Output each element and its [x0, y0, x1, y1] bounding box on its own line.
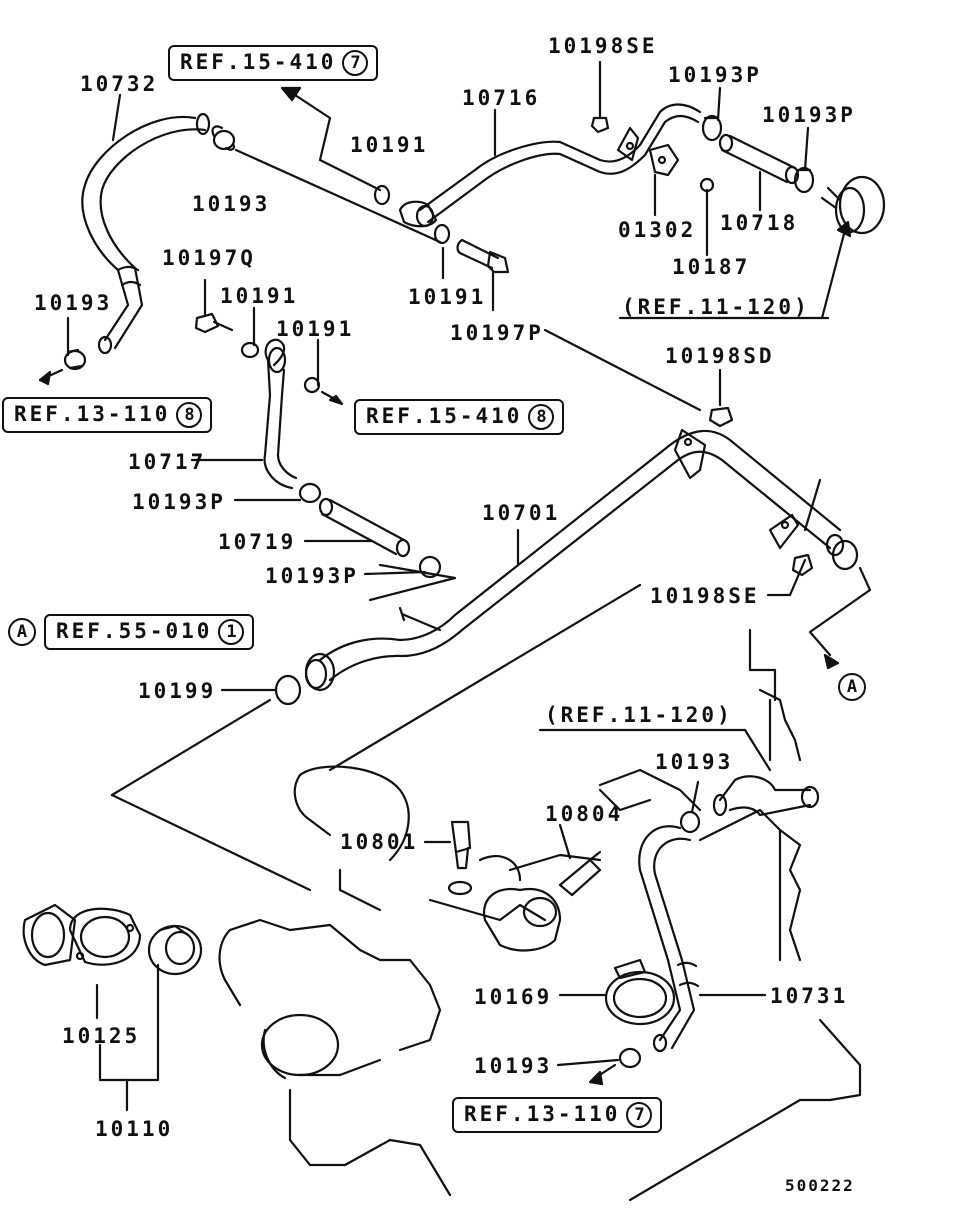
clamp-10193-lower	[679, 810, 701, 834]
label-10198SE-mid: 10198SE	[650, 584, 760, 608]
label-10191-c: 10191	[408, 285, 487, 309]
label-10110: 10110	[95, 1117, 174, 1141]
bolt-10198SE-mid	[791, 553, 814, 577]
label-10199: 10199	[138, 679, 217, 703]
outlet-fitting	[712, 775, 820, 817]
label-10193-c: 10193	[655, 750, 734, 774]
ref-text: REF.55-010	[56, 619, 213, 644]
clamp-10193-bottom	[618, 1047, 642, 1069]
ref-text: REF.13-110	[464, 1102, 621, 1127]
label-10191-a: 10191	[350, 133, 429, 157]
label-10718: 10718	[720, 211, 799, 235]
label-10193-a: 10193	[192, 192, 271, 216]
ref-number: 1	[218, 619, 245, 645]
label-10193P-d: 10193P	[265, 564, 359, 588]
label-10125: 10125	[62, 1024, 141, 1048]
marker-a-right: A	[838, 673, 866, 701]
label-10197P: 10197P	[450, 321, 544, 345]
label-10193P-c: 10193P	[132, 490, 226, 514]
ref-number: 7	[342, 50, 369, 76]
label-10804: 10804	[545, 802, 624, 826]
ref-11-120-component	[820, 175, 886, 235]
marker-a-left: A	[8, 618, 36, 646]
bolt-10198SE-top	[590, 60, 610, 134]
ref-text: REF.15-410	[366, 404, 523, 429]
oring-10199	[274, 674, 302, 706]
label-10193-b: 10193	[34, 291, 113, 315]
thermostat-body	[147, 924, 203, 976]
thermostat-cover	[22, 903, 77, 967]
ref-11-120-top[interactable]: (REF.11-120)	[622, 295, 810, 319]
ref-number: 8	[176, 402, 203, 428]
pipe-10717	[263, 338, 298, 490]
label-10716: 10716	[462, 86, 541, 110]
label-10198SE-top: 10198SE	[548, 34, 658, 58]
label-10198SD: 10198SD	[665, 344, 775, 368]
label-10717: 10717	[128, 450, 207, 474]
ref-number: 7	[626, 1102, 653, 1128]
label-10193P-b: 10193P	[762, 103, 856, 127]
diagram-code: 500222	[785, 1176, 855, 1195]
label-01302: 01302	[618, 218, 697, 242]
clamp-10193-left	[63, 348, 87, 371]
clamp-10169	[604, 958, 676, 1026]
pipe-10701	[304, 428, 859, 692]
label-10732: 10732	[80, 72, 159, 96]
label-10191-b: 10191	[220, 284, 299, 308]
clamp-10193P-c	[298, 482, 322, 504]
hose-10718	[718, 133, 800, 185]
clamp-10193P-a	[701, 114, 723, 142]
hose-10731	[638, 825, 700, 1053]
orings	[240, 184, 451, 394]
hose-10719	[318, 497, 411, 558]
gasket-10125	[68, 907, 142, 966]
label-10801: 10801	[340, 830, 419, 854]
label-10187: 10187	[672, 255, 751, 279]
label-10701: 10701	[482, 501, 561, 525]
ref-number: 8	[528, 404, 555, 430]
engine-outline	[110, 583, 862, 1202]
label-10169: 10169	[474, 985, 553, 1009]
label-10193-d: 10193	[474, 1054, 553, 1078]
label-10197Q: 10197Q	[162, 246, 256, 270]
label-10191-d: 10191	[276, 317, 355, 341]
label-10193P-a: 10193P	[668, 63, 762, 87]
bolt-10197Q	[194, 278, 234, 334]
bracket-01302	[648, 143, 680, 177]
water-outlet	[482, 887, 562, 952]
clamp-10193P-d	[418, 555, 442, 579]
label-10719: 10719	[218, 530, 297, 554]
ref-text: REF.15-410	[180, 50, 337, 75]
clamp-10193-top	[211, 125, 236, 151]
hose-10732	[81, 112, 211, 355]
ref-11-120-mid[interactable]: (REF.11-120)	[545, 703, 733, 727]
ref-text: REF.13-110	[14, 402, 171, 427]
sensor-10801	[447, 820, 473, 896]
bolt-10197P	[456, 238, 510, 274]
bolt-10198SD	[708, 368, 734, 428]
pipe-10716	[398, 103, 702, 228]
label-10731: 10731	[770, 984, 849, 1008]
sensor-10804	[558, 850, 602, 897]
